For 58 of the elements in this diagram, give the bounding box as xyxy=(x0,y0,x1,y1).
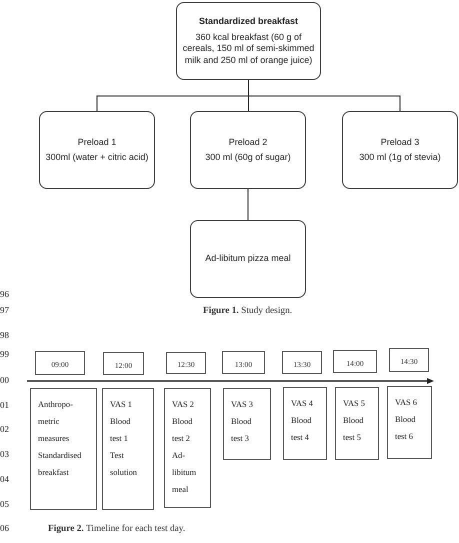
time-box xyxy=(282,351,322,374)
figure-caption: Figure 2. Timeline for each test day. xyxy=(48,524,186,534)
line-number: 97 xyxy=(0,305,9,315)
event-box xyxy=(223,388,271,460)
line-number: 96 xyxy=(0,289,9,299)
line-number: 00 xyxy=(0,375,9,385)
event-text: VAS 3 xyxy=(231,399,254,411)
line-number: 99 xyxy=(0,349,9,359)
box-text: 300ml (water + citric acid) xyxy=(46,152,148,164)
event-text: Anthropo- metric measures xyxy=(38,399,74,445)
process-box xyxy=(342,111,458,189)
box-text: Preload 2 xyxy=(228,136,268,148)
time-box xyxy=(389,348,429,372)
figure-caption: Figure 1. Study design. xyxy=(203,306,292,316)
box-text: Ad-libitum pizza meal xyxy=(205,253,291,265)
event-text: VAS 5 xyxy=(343,398,366,410)
event-text: Blood test 2 xyxy=(172,416,194,445)
event-text: VAS 2 xyxy=(172,399,195,411)
time-box xyxy=(166,352,206,374)
event-text: VAS 6 xyxy=(395,397,418,409)
line-number: 02 xyxy=(0,424,9,434)
line-number: 03 xyxy=(0,449,9,459)
line-number: 04 xyxy=(0,474,9,484)
event-box xyxy=(283,387,327,460)
box-text: 300 ml (60g of sugar) xyxy=(205,152,291,164)
event-text: Ad- libitum meal xyxy=(172,450,198,496)
box-text: 360 kcal breakfast (60 g of cereals, 150 ml of semi-skimmed milk and 250 ml of orange juice) xyxy=(182,32,314,66)
event-box xyxy=(335,387,379,460)
event-text: Blood test 6 xyxy=(395,414,416,443)
connector-line xyxy=(248,80,400,112)
event-text: Blood test 5 xyxy=(343,415,364,444)
event-box xyxy=(102,388,154,510)
event-text: Blood test 4 xyxy=(291,415,312,444)
event-box xyxy=(164,388,211,508)
box-text: Preload 1 xyxy=(78,136,116,148)
process-box xyxy=(190,111,306,189)
event-text: VAS 1 xyxy=(110,399,133,411)
process-box xyxy=(176,2,321,80)
process-box xyxy=(190,220,306,298)
box-text: Preload 3 xyxy=(380,136,420,148)
event-text: Test solution xyxy=(110,450,138,479)
time-box xyxy=(333,350,377,373)
event-text: VAS 4 xyxy=(291,398,314,410)
time-box xyxy=(222,351,265,374)
box-title: Standardized breakfast xyxy=(198,16,298,28)
line-number: 01 xyxy=(0,400,9,410)
line-number: 98 xyxy=(0,330,9,340)
event-box xyxy=(387,386,432,459)
event-text: Blood test 3 xyxy=(231,416,252,445)
time-box xyxy=(103,352,144,375)
event-box xyxy=(30,388,97,510)
box-text: 300 ml (1g of stevia) xyxy=(359,152,441,164)
line-number: 05 xyxy=(0,499,9,509)
process-box xyxy=(39,111,155,189)
event-text: Blood test 1 xyxy=(110,416,132,445)
line-number: 06 xyxy=(0,523,9,533)
time-box xyxy=(35,351,85,375)
event-text: Standardised breakfast xyxy=(38,450,82,479)
